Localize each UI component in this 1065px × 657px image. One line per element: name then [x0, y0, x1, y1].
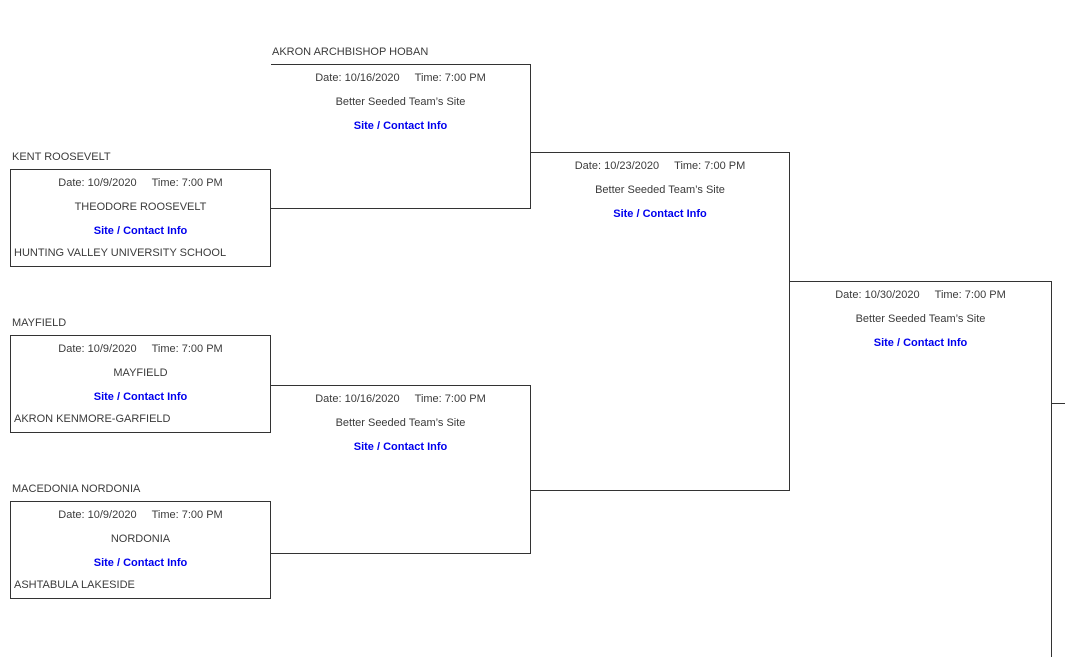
game-box-round3: Date: 10/23/2020 Time: 7:00 PM Better See… — [531, 152, 790, 491]
site-contact-link[interactable]: Site / Contact Info — [873, 337, 968, 349]
game-date: Date: 10/16/2020 — [315, 72, 400, 84]
game-box-round1-top: Date: 10/9/2020 Time: 7:00 PM THEODORE RO… — [10, 169, 271, 267]
team-label-akron-archbishop-hoban: AKRON ARCHBISHOP HOBAN — [272, 46, 429, 58]
advance-line-final — [1051, 403, 1065, 404]
game-info-round2-bot: Date: 10/16/2020 Time: 7:00 PM Better See… — [271, 393, 530, 465]
game-info-round1-mid: Date: 10/9/2020 Time: 7:00 PM MAYFIELD Si… — [11, 343, 270, 415]
game-time: Time: 7:00 PM — [934, 289, 1006, 301]
game-info-round4: Date: 10/30/2020 Time: 7:00 PM Better See… — [790, 289, 1051, 361]
game-date: Date: 10/30/2020 — [835, 289, 920, 301]
game-time: Time: 7:00 PM — [674, 160, 746, 172]
game-date: Date: 10/23/2020 — [574, 160, 660, 172]
game-datetime: Date: 10/16/2020 Time: 7:00 PM — [271, 72, 530, 85]
team-label-macedonia-nordonia: MACEDONIA NORDONIA — [12, 483, 141, 495]
game-site: THEODORE ROOSEVELT — [74, 201, 207, 213]
game-box-round1-bot: Date: 10/9/2020 Time: 7:00 PM NORDONIA Si… — [10, 501, 271, 599]
game-info-round3: Date: 10/23/2020 Time: 7:00 PM Better See… — [531, 160, 789, 232]
game-box-round1-mid: Date: 10/9/2020 Time: 7:00 PM MAYFIELD Si… — [10, 335, 271, 433]
game-datetime: Date: 10/9/2020 Time: 7:00 PM — [11, 509, 270, 522]
game-site: Better Seeded Team’s Site — [335, 96, 466, 108]
game-date: Date: 10/9/2020 — [58, 343, 137, 355]
site-contact-link[interactable]: Site / Contact Info — [93, 557, 188, 569]
game-info-round2-top: Date: 10/16/2020 Time: 7:00 PM Better See… — [271, 72, 530, 144]
team-label-ashtabula-lakeside: ASHTABULA LAKESIDE — [14, 579, 135, 591]
game-date: Date: 10/9/2020 — [58, 509, 137, 521]
game-time: Time: 7:00 PM — [151, 509, 223, 521]
game-site: Better Seeded Team’s Site — [595, 184, 725, 196]
team-label-akron-kenmore-garfield: AKRON KENMORE-GARFIELD — [14, 413, 171, 425]
game-time: Time: 7:00 PM — [151, 177, 223, 189]
site-contact-link[interactable]: Site / Contact Info — [353, 120, 448, 132]
game-datetime: Date: 10/16/2020 Time: 7:00 PM — [271, 393, 530, 406]
game-date: Date: 10/16/2020 — [315, 393, 400, 405]
game-site: NORDONIA — [110, 533, 171, 545]
game-datetime: Date: 10/9/2020 Time: 7:00 PM — [11, 343, 270, 356]
game-site: Better Seeded Team’s Site — [855, 313, 986, 325]
site-contact-link[interactable]: Site / Contact Info — [93, 391, 188, 403]
game-datetime: Date: 10/23/2020 Time: 7:00 PM — [531, 160, 789, 173]
game-time: Time: 7:00 PM — [414, 393, 486, 405]
game-site: Better Seeded Team’s Site — [335, 417, 466, 429]
game-box-round4: Date: 10/30/2020 Time: 7:00 PM Better See… — [790, 281, 1052, 657]
game-datetime: Date: 10/30/2020 Time: 7:00 PM — [790, 289, 1051, 302]
game-date: Date: 10/9/2020 — [58, 177, 137, 189]
team-label-kent-roosevelt: KENT ROOSEVELT — [12, 151, 111, 163]
site-contact-link[interactable]: Site / Contact Info — [93, 225, 188, 237]
team-label-mayfield: MAYFIELD — [12, 317, 67, 329]
game-datetime: Date: 10/9/2020 Time: 7:00 PM — [11, 177, 270, 190]
game-box-round2-top: Date: 10/16/2020 Time: 7:00 PM Better See… — [271, 64, 531, 209]
game-time: Time: 7:00 PM — [414, 72, 486, 84]
site-contact-link[interactable]: Site / Contact Info — [353, 441, 448, 453]
game-info-round1-bot: Date: 10/9/2020 Time: 7:00 PM NORDONIA Si… — [11, 509, 270, 581]
team-label-hunting-valley-university-school: HUNTING VALLEY UNIVERSITY SCHOOL — [14, 247, 227, 259]
game-time: Time: 7:00 PM — [151, 343, 223, 355]
game-info-round1-top: Date: 10/9/2020 Time: 7:00 PM THEODORE RO… — [11, 177, 270, 249]
game-site: MAYFIELD — [113, 367, 168, 379]
site-contact-link[interactable]: Site / Contact Info — [613, 208, 707, 220]
game-box-round2-bot: Date: 10/16/2020 Time: 7:00 PM Better See… — [271, 385, 531, 554]
